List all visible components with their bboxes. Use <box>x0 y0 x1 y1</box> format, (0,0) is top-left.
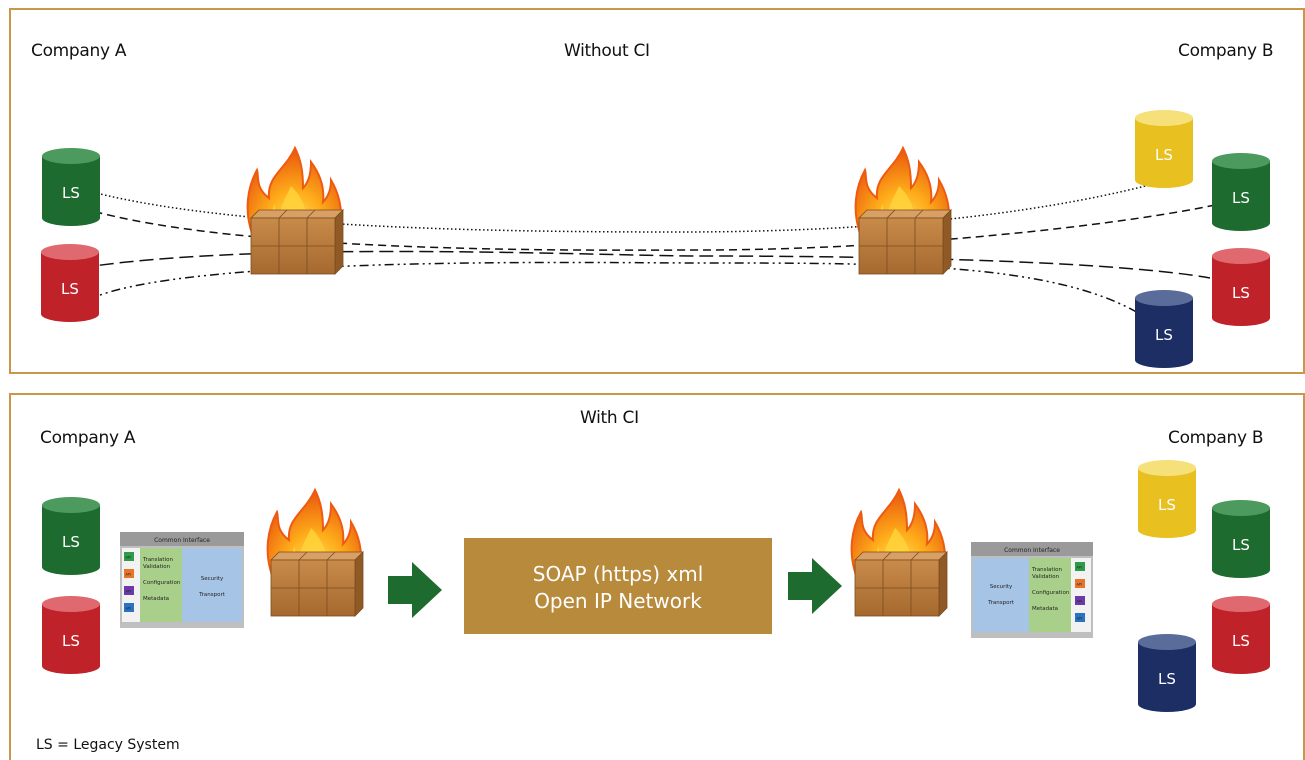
firewall-icon <box>266 489 364 617</box>
legacy-system-green-a: LS <box>42 148 100 226</box>
legacy-system-red-a: LS <box>41 244 99 322</box>
company-b-label-bottom: Company B <box>1168 428 1264 448</box>
svg-text:Security: Security <box>201 576 224 582</box>
svg-text:API: API <box>126 607 132 611</box>
svg-text:Transport: Transport <box>198 592 226 598</box>
svg-text:LS: LS <box>62 632 80 650</box>
firewall-icon <box>246 147 344 275</box>
connection-lines <box>77 179 1216 329</box>
svg-text:API: API <box>1077 600 1083 604</box>
svg-text:Validation: Validation <box>143 564 171 570</box>
svg-text:Metadata: Metadata <box>143 596 169 602</box>
svg-text:API: API <box>1077 583 1083 587</box>
open-ip-network-box: SOAP (https) xml Open IP Network <box>464 538 772 634</box>
legacy-system-navy-b-ci: LS <box>1138 634 1196 712</box>
legacy-system-green-a-ci: LS <box>42 497 100 575</box>
firewall-icon <box>850 489 948 617</box>
firewall-icon <box>854 147 952 275</box>
legacy-system-red-b-ci: LS <box>1212 596 1270 674</box>
legacy-system-green-b: LS <box>1212 153 1270 231</box>
without-ci-panel <box>9 8 1305 374</box>
without-ci-title: Without CI <box>564 41 650 61</box>
company-b-label-top: Company B <box>1178 41 1274 61</box>
svg-text:API: API <box>126 573 132 577</box>
svg-text:LS: LS <box>1232 632 1250 650</box>
arrow-right-icon <box>788 558 842 614</box>
common-interface-left: Common Interface API API API API Transla… <box>120 532 244 628</box>
svg-text:LS: LS <box>1232 536 1250 554</box>
svg-text:Open IP Network: Open IP Network <box>534 589 702 613</box>
legacy-system-yellow-b-ci: LS <box>1138 460 1196 538</box>
svg-text:Configuration: Configuration <box>143 580 181 586</box>
svg-text:Transport: Transport <box>987 600 1015 606</box>
svg-text:API: API <box>1077 617 1083 621</box>
svg-text:Validation: Validation <box>1032 574 1060 580</box>
svg-text:Translation: Translation <box>142 557 173 563</box>
common-interface-right: Common Interface Security Transport Tran… <box>971 542 1093 638</box>
company-a-label-bottom: Company A <box>40 428 136 448</box>
svg-text:Security: Security <box>990 584 1013 590</box>
svg-text:Common Interface: Common Interface <box>154 537 210 544</box>
svg-text:API: API <box>1077 566 1083 570</box>
svg-text:Translation: Translation <box>1031 567 1062 573</box>
svg-text:LS: LS <box>1158 496 1176 514</box>
svg-text:SOAP (https) xml: SOAP (https) xml <box>533 562 704 586</box>
svg-text:LS: LS <box>1232 189 1250 207</box>
svg-text:LS: LS <box>1155 326 1173 344</box>
svg-text:API: API <box>126 590 132 594</box>
svg-text:API: API <box>126 556 132 560</box>
legacy-system-red-a-ci: LS <box>42 596 100 674</box>
legacy-system-green-b-ci: LS <box>1212 500 1270 578</box>
legacy-system-yellow-b: LS <box>1135 110 1193 188</box>
svg-text:LS: LS <box>62 533 80 551</box>
svg-text:LS: LS <box>1155 146 1173 164</box>
svg-text:Common Interface: Common Interface <box>1004 547 1060 554</box>
svg-text:Metadata: Metadata <box>1032 606 1058 612</box>
with-ci-title: With CI <box>580 408 639 428</box>
svg-text:LS: LS <box>62 184 80 202</box>
svg-text:LS: LS <box>1158 670 1176 688</box>
svg-text:Configuration: Configuration <box>1032 590 1070 596</box>
svg-text:LS: LS <box>61 280 79 298</box>
legacy-system-red-b: LS <box>1212 248 1270 326</box>
company-a-label-top: Company A <box>31 41 127 61</box>
legend-text: LS = Legacy System <box>36 737 180 753</box>
arrow-right-icon <box>388 562 442 618</box>
svg-text:LS: LS <box>1232 284 1250 302</box>
legacy-system-navy-b: LS <box>1135 290 1193 368</box>
